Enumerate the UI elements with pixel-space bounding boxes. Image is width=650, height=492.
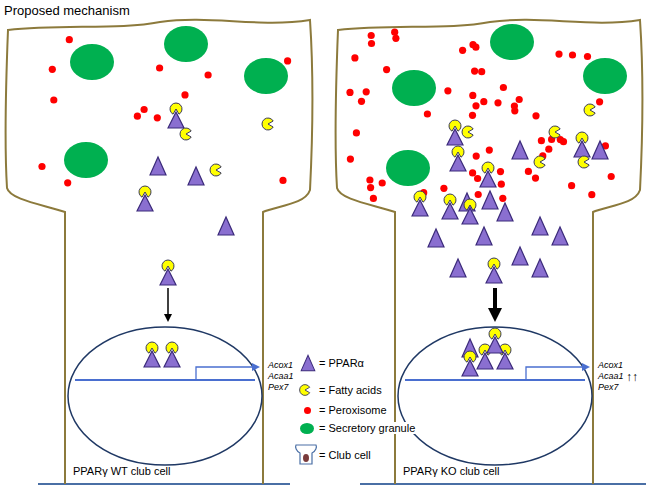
legend-text: = Fatty acids: [318, 384, 383, 396]
gene-list: Acox1 Acaa1 Pex7: [268, 360, 298, 393]
gene-list: Acox1 Acaa1 Pex7: [598, 360, 628, 393]
diagram-title: Proposed mechanism: [4, 3, 130, 18]
legend-swatch: [300, 423, 314, 434]
legend-text: = PPARα: [318, 357, 365, 369]
cell-caption: PPARγ WT club cell: [73, 465, 170, 477]
legend-text: = Secretory granule: [318, 422, 416, 434]
cell-caption: PPARγ KO club cell: [403, 465, 499, 477]
legend-text: = Club cell: [318, 449, 372, 461]
club-cell: PPARγ KO club cell: [333, 16, 645, 488]
legend-swatch: [304, 407, 311, 414]
club-cell: PPARγ WT club cell: [5, 16, 315, 488]
legend-text: = Peroxisome: [318, 404, 388, 416]
upregulation-arrows: ↑↑: [626, 370, 638, 384]
